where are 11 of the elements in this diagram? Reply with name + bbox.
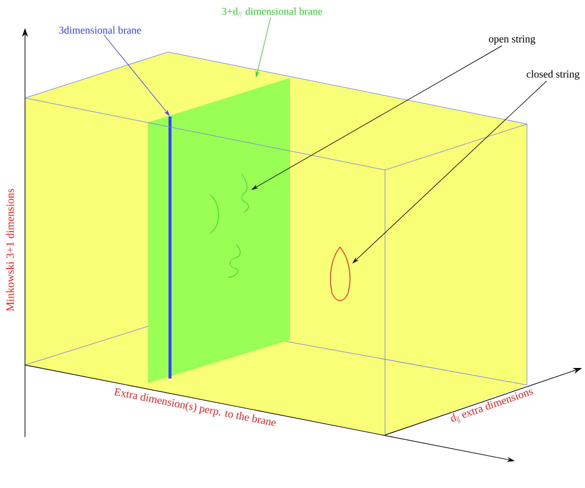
open-string bbox=[228, 244, 241, 278]
callout-label: 3+d$_{//}$ dimensional brane bbox=[222, 8, 322, 16]
open-string bbox=[242, 174, 249, 213]
closed-string bbox=[330, 246, 350, 301]
brane-line bbox=[168, 116, 172, 378]
callout-label: open string bbox=[488, 35, 536, 45]
axis-label: Minkowski 3+1 dimensions bbox=[6, 188, 14, 312]
callout-label: 3dimensional brane bbox=[59, 26, 141, 34]
open-string bbox=[210, 194, 219, 234]
brane-plane bbox=[148, 78, 290, 383]
callout-label: closed string bbox=[526, 70, 580, 80]
